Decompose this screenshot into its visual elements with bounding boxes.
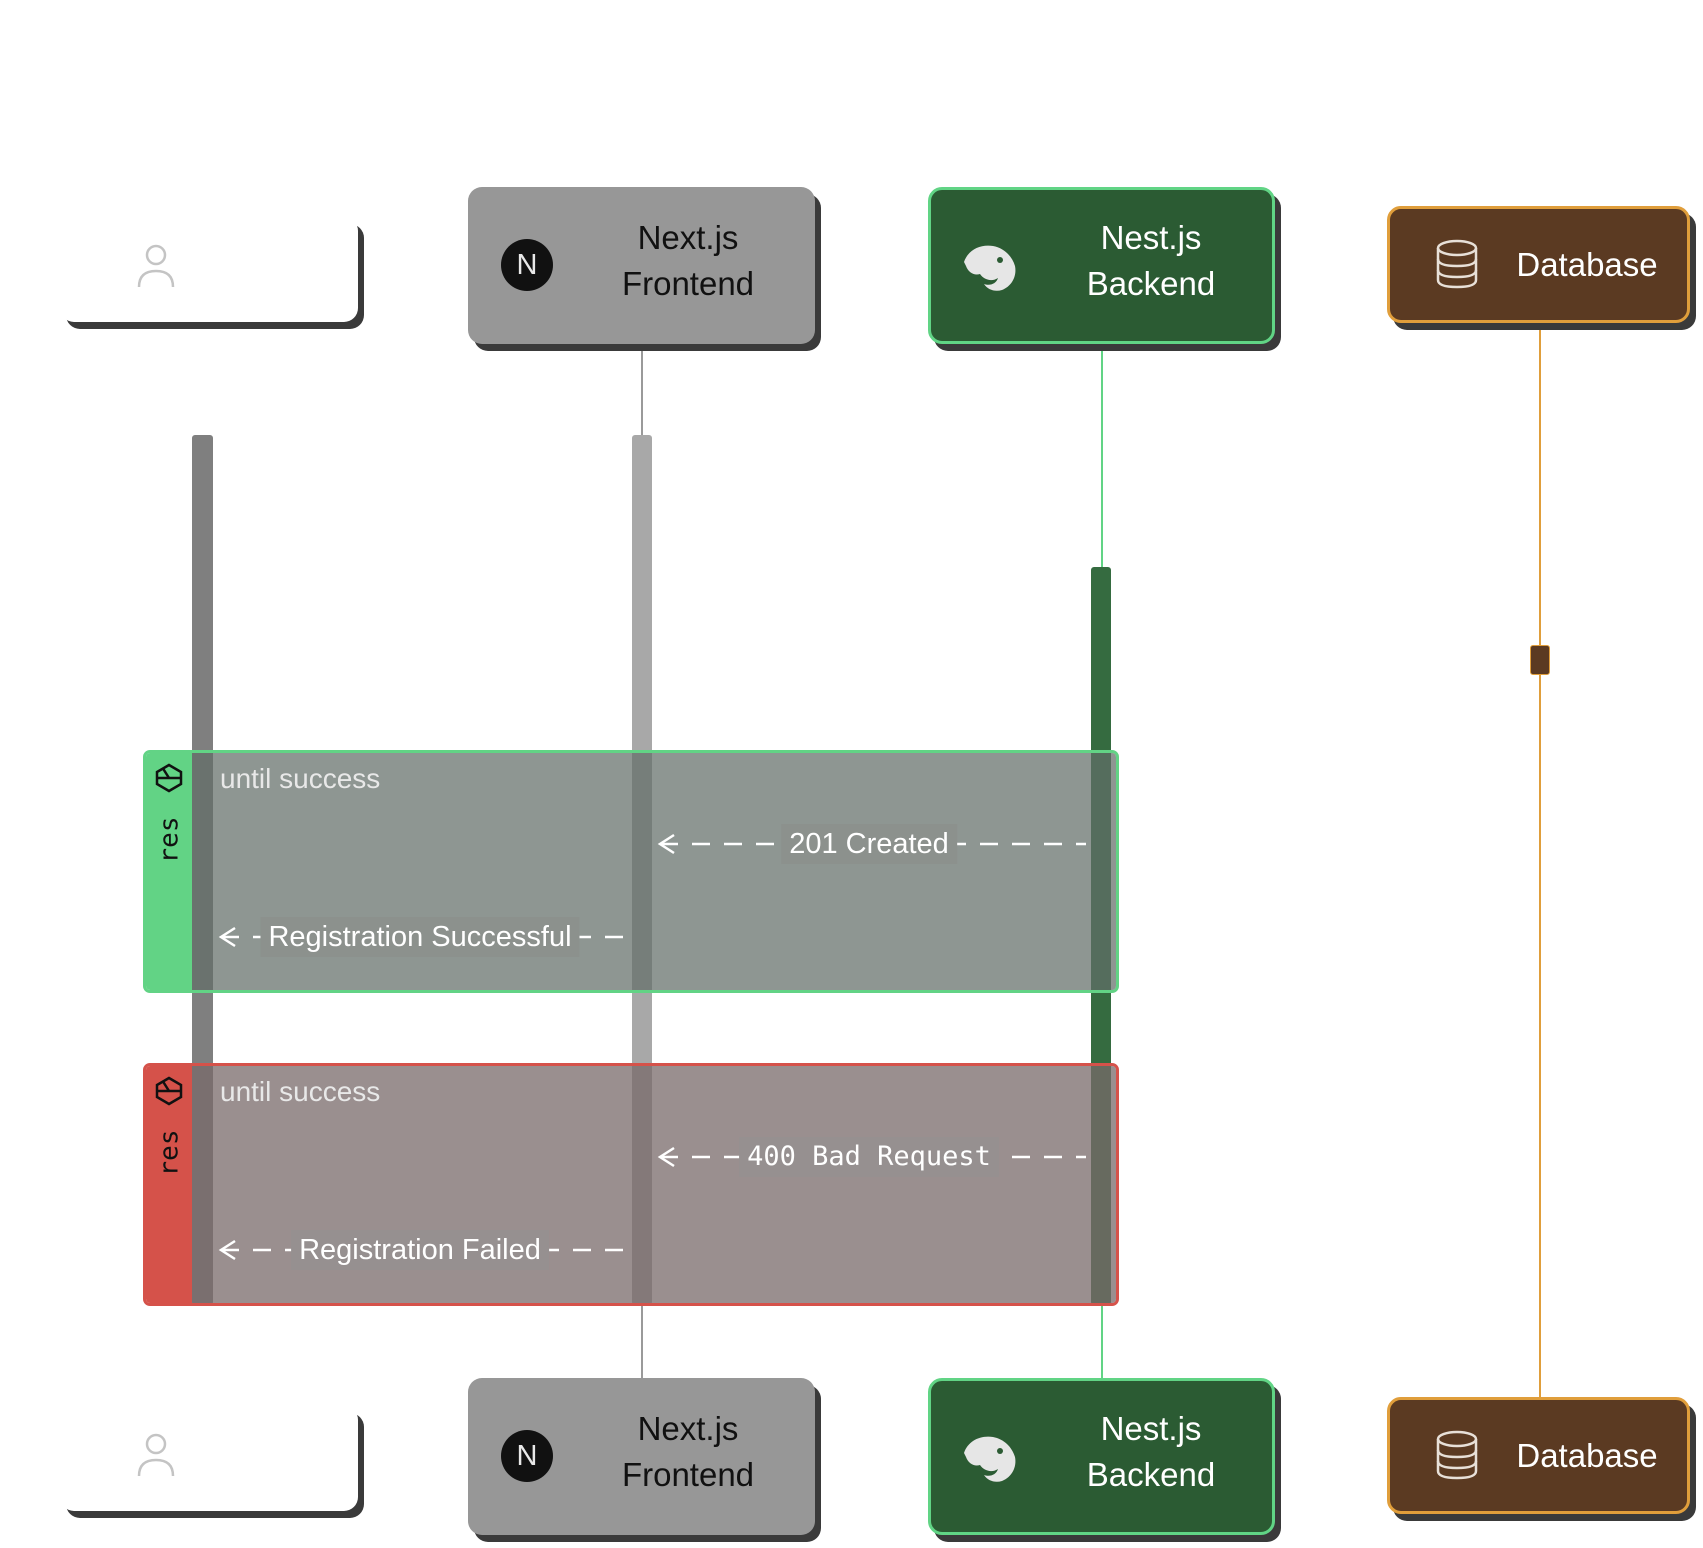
database-activation-bar [1530,645,1550,675]
user-icon [137,244,175,288]
message-registration-failed: Registration Failed [213,1230,627,1270]
frame-tab [146,1066,192,1303]
participant-subtitle: Backend [1086,264,1216,302]
user-icon [137,1433,175,1477]
message-201-created: 201 Created [652,824,1086,864]
frame-tab-label: res [154,816,184,864]
message-label: Registration Failed [291,1230,549,1270]
participant-name: Database [1516,246,1658,283]
nextjs-logo-icon: N [501,239,553,291]
participant-name: Nest.js [1100,1410,1202,1447]
message-400-bad-request: 400 Bad Request [652,1137,1086,1177]
participant-name: Next.js [637,1410,739,1447]
return-arrow [657,1146,1086,1168]
message-label: 201 Created [781,824,957,864]
participant-subtitle: Frontend [621,1455,755,1493]
return-arrow [657,833,1086,855]
user-participant-bottom[interactable] [60,1406,358,1511]
participant-name: Database [1516,1437,1658,1474]
database-icon [1436,1430,1478,1480]
message-label: 400 Bad Request [739,1137,999,1177]
frame-condition: until success [220,763,381,794]
participant-subtitle: Frontend [621,264,755,302]
backend-participant-top[interactable]: Nest.js Backend [928,187,1275,344]
frame-condition: until success [220,1076,381,1107]
database-lifeline [1539,325,1541,1400]
frame-tab [146,753,192,990]
participant-name: Next.js [637,219,739,256]
nextjs-logo-icon: N [501,1430,553,1482]
nestjs-logo-icon [964,245,1016,291]
database-participant-top[interactable]: Database [1387,206,1690,323]
backend-participant-bottom[interactable]: Nest.js Backend [928,1378,1275,1535]
loop-hexagon-icon [155,1076,183,1106]
message-label: Registration Successful [260,917,580,957]
frontend-participant-top[interactable]: N Next.js Frontend [468,187,815,344]
participant-subtitle: Backend [1086,1455,1216,1493]
database-icon [1436,239,1478,289]
participant-name: Nest.js [1100,219,1202,256]
frame-tab-label: res [154,1129,184,1177]
frontend-participant-bottom[interactable]: N Next.js Frontend [468,1378,815,1535]
nestjs-logo-icon [964,1436,1016,1482]
user-participant-top[interactable] [60,217,358,322]
loop-hexagon-icon [155,763,183,793]
message-registration-successful: Registration Successful [213,917,627,957]
database-participant-bottom[interactable]: Database [1387,1397,1690,1514]
